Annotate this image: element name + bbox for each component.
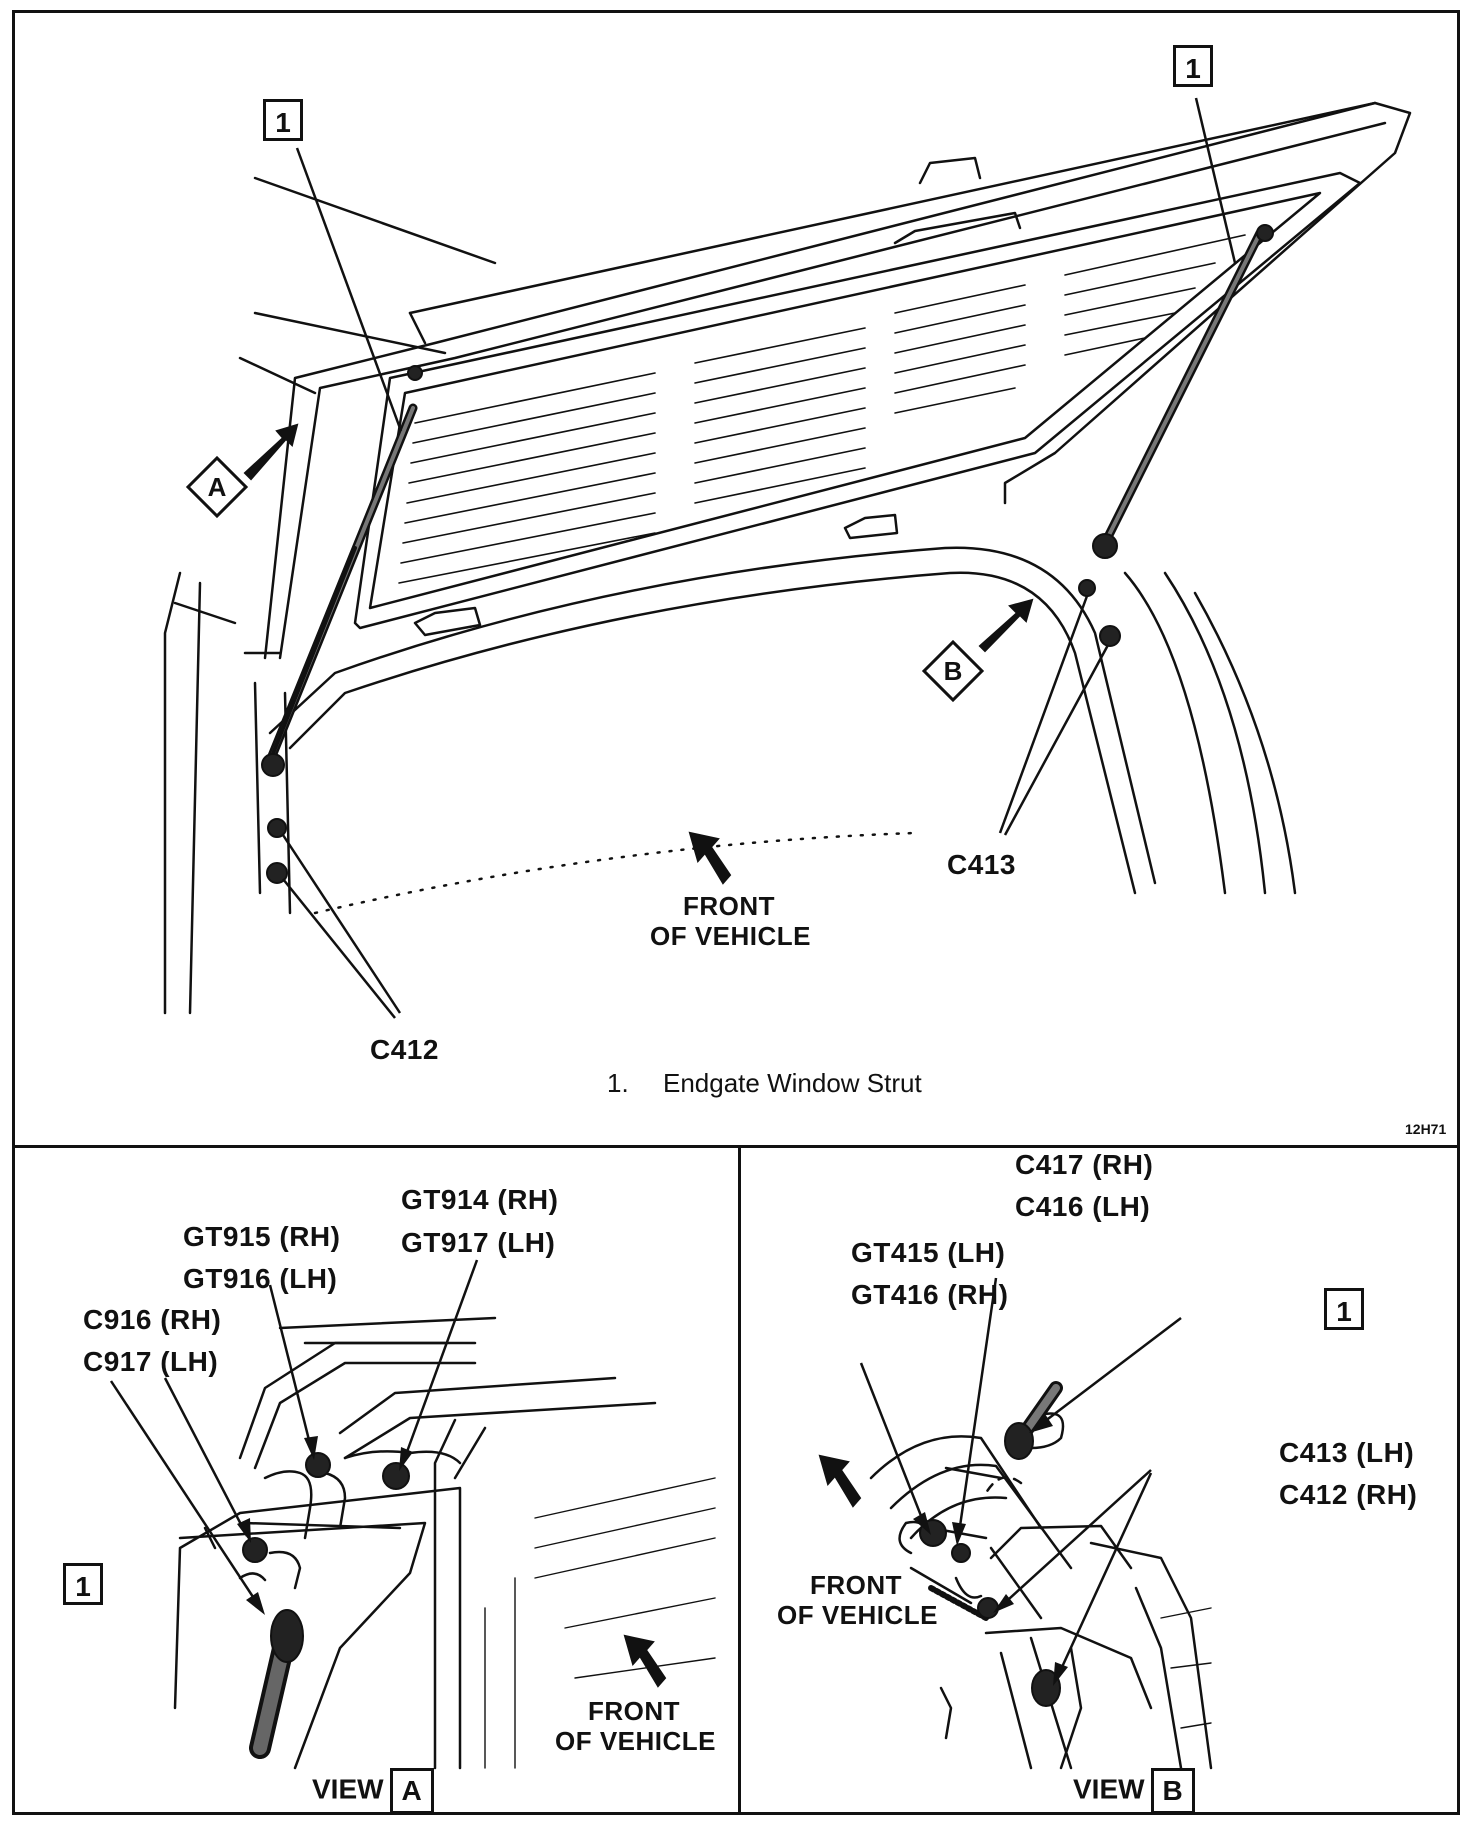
- gt415-label: GT415 (LH): [851, 1237, 1006, 1268]
- view-b-drawing: [818, 1277, 1213, 1770]
- view-a-panel: GT915 (RH) GT916 (LH) GT914 (RH) GT917 (…: [12, 1145, 741, 1815]
- view-a-front-line2: OF VEHICLE: [555, 1726, 717, 1756]
- c416-label: C416 (LH): [1015, 1191, 1151, 1222]
- view-b-callout-1: 1: [1324, 1288, 1364, 1330]
- gt916-label: GT916 (LH): [183, 1263, 338, 1294]
- view-a-drawing: [109, 1259, 716, 1770]
- gt915-label: GT915 (RH): [183, 1221, 341, 1252]
- connector-c413-label: C413: [947, 849, 1016, 880]
- figure-id: 12H71: [1405, 1121, 1447, 1137]
- main-diagram-panel: 1 1 A B C413 C412 FRONT OF VEHICLE 1. En…: [12, 10, 1460, 1148]
- view-a-letter: A: [389, 1768, 434, 1814]
- legend-number: 1.: [607, 1068, 629, 1098]
- gt416-label: GT416 (RH): [851, 1279, 1009, 1310]
- view-b-front-line1: FRONT: [810, 1570, 903, 1600]
- front-of-vehicle-line1: FRONT: [683, 891, 776, 921]
- front-of-vehicle-line2: OF VEHICLE: [650, 921, 812, 951]
- connector-c412-label: C412: [370, 1034, 439, 1065]
- callout-1-left: 1: [263, 99, 303, 141]
- c417-label: C417 (RH): [1015, 1149, 1154, 1180]
- endgate-window-drawing: [163, 97, 1412, 1019]
- view-b-word: VIEW: [1073, 1773, 1145, 1805]
- c412-label: C412 (RH): [1279, 1479, 1418, 1510]
- callout-1-right: 1: [1173, 45, 1213, 87]
- view-a-front-line1: FRONT: [588, 1696, 681, 1726]
- c916-label: C916 (RH): [83, 1304, 222, 1335]
- c413-label: C413 (LH): [1279, 1437, 1415, 1468]
- view-a-callout-1: 1: [63, 1563, 103, 1605]
- gt914-label: GT914 (RH): [401, 1184, 559, 1215]
- view-b-front-line2: OF VEHICLE: [777, 1600, 939, 1630]
- view-b-panel: C417 (RH) C416 (LH) GT415 (LH) GT416 (RH…: [738, 1145, 1460, 1815]
- view-b-letter: B: [1150, 1768, 1195, 1814]
- legend-text: Endgate Window Strut: [663, 1068, 922, 1098]
- view-a-word: VIEW: [312, 1773, 384, 1805]
- c917-label: C917 (LH): [83, 1346, 219, 1377]
- gt917-label: GT917 (LH): [401, 1227, 556, 1258]
